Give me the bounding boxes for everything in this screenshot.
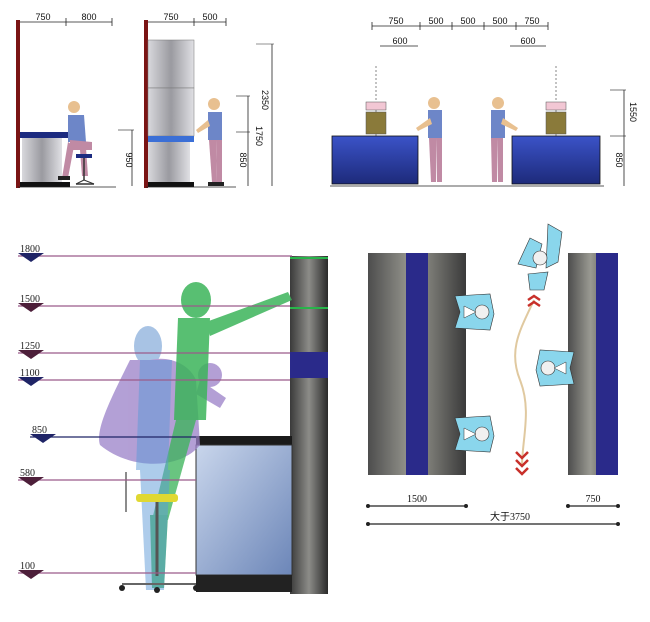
person-head (208, 98, 220, 110)
level-marker (18, 350, 44, 359)
wall-cabinet-upper (147, 39, 195, 89)
dim-label: 950 (124, 152, 134, 167)
panel-reach-levels: 1800 1500 1250 1100 850 580 100 (18, 244, 328, 594)
dim-label: 600 (520, 36, 535, 46)
stool-seat (136, 494, 178, 502)
dim-label: 850 (238, 152, 248, 167)
dim-label: 1750 (254, 126, 264, 146)
dim-label: 2350 (260, 90, 270, 110)
wall-cabinet-lower (147, 87, 195, 137)
level-label: 1100 (20, 368, 40, 379)
dim-label: 750 (388, 16, 403, 26)
figure-standing (136, 360, 172, 590)
bench-cabinet (195, 444, 293, 576)
level-marker (18, 477, 44, 486)
level-marker (18, 253, 44, 262)
panel-front-two-counters: 750 500 500 500 750 600 600 1550 (330, 16, 638, 187)
plan-person-walking (517, 223, 563, 291)
bench-cabinet (148, 142, 190, 182)
reagent-shelf (365, 101, 387, 111)
dim-label: 1550 (628, 102, 638, 122)
panel-plan-view: 1500 750 大于3750 (366, 223, 620, 526)
dim-label: 600 (392, 36, 407, 46)
level-label: 1500 (20, 294, 40, 305)
panel-standing-side: 750 500 2350 1750 850 (144, 12, 274, 188)
bench-cabinet (22, 138, 62, 182)
level-marker (18, 377, 44, 386)
dim-label: 750 (35, 12, 50, 22)
dim-label: 800 (81, 12, 96, 22)
dim-label: 500 (428, 16, 443, 26)
panel-seated-side: 750 800 950 (16, 12, 134, 188)
dim-label: 500 (460, 16, 475, 26)
plan-person (535, 349, 575, 387)
level-label: 580 (20, 468, 35, 479)
level-marker (18, 303, 44, 312)
dim-label-total: 大于3750 (490, 510, 530, 523)
tall-cabinet (290, 256, 328, 594)
wall-left (16, 20, 20, 188)
bench-top (20, 132, 70, 138)
person-torso (68, 115, 86, 142)
counter-left (331, 135, 419, 185)
level-label: 850 (32, 425, 47, 436)
dim-label: 850 (614, 152, 624, 167)
plan-person (454, 293, 495, 331)
bench-top (148, 136, 194, 142)
dim-label: 750 (586, 494, 601, 505)
level-label: 100 (20, 561, 35, 572)
dim-label: 1500 (407, 494, 427, 505)
walking-path (514, 299, 535, 467)
level-marker (30, 434, 56, 443)
stool (76, 154, 92, 158)
dim-label: 500 (492, 16, 507, 26)
wall-left (144, 20, 148, 188)
counter-right (511, 135, 601, 185)
dim-label: 750 (524, 16, 539, 26)
reagent-shelf (545, 101, 567, 111)
bench-top (196, 436, 292, 445)
level-label: 1800 (20, 244, 40, 255)
dim-label: 500 (202, 12, 217, 22)
dim-label: 750 (163, 12, 178, 22)
level-label: 1250 (20, 341, 40, 352)
level-marker (18, 570, 44, 579)
plan-person (454, 415, 495, 453)
person-head (68, 101, 80, 113)
